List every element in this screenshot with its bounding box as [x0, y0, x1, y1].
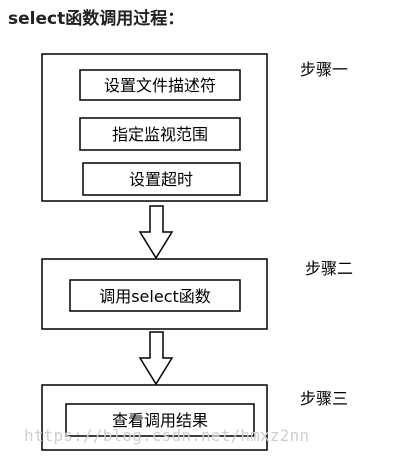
page-title: select函数调用过程： — [8, 9, 185, 29]
step-2-item-1-box — [69, 279, 241, 312]
step-3-label: 步骤三 — [300, 389, 348, 408]
step-2-box — [41, 258, 268, 330]
step-2-item-1: 调用select函数 — [99, 287, 211, 306]
step-1-item-3-box — [82, 162, 241, 196]
arrow-down-1 — [138, 205, 174, 260]
step-1-label: 步骤一 — [300, 60, 348, 79]
step-1-item-3: 设置超时 — [129, 170, 193, 189]
step-1-item-2: 指定监视范围 — [112, 125, 208, 144]
step-1-box — [41, 53, 268, 202]
step-1-item-2-box — [79, 117, 241, 151]
step-1-item-1-box — [79, 69, 241, 101]
step-3-box — [41, 384, 268, 451]
watermark: https://blog.csdn.net/hmxz2nn — [24, 426, 310, 445]
arrow-down-2 — [138, 331, 174, 386]
step-1-item-1: 设置文件描述符 — [104, 76, 216, 95]
step-3-item-1: 查看调用结果 — [112, 411, 208, 430]
step-2-label: 步骤二 — [305, 259, 353, 278]
step-3-item-1-box — [65, 403, 255, 437]
